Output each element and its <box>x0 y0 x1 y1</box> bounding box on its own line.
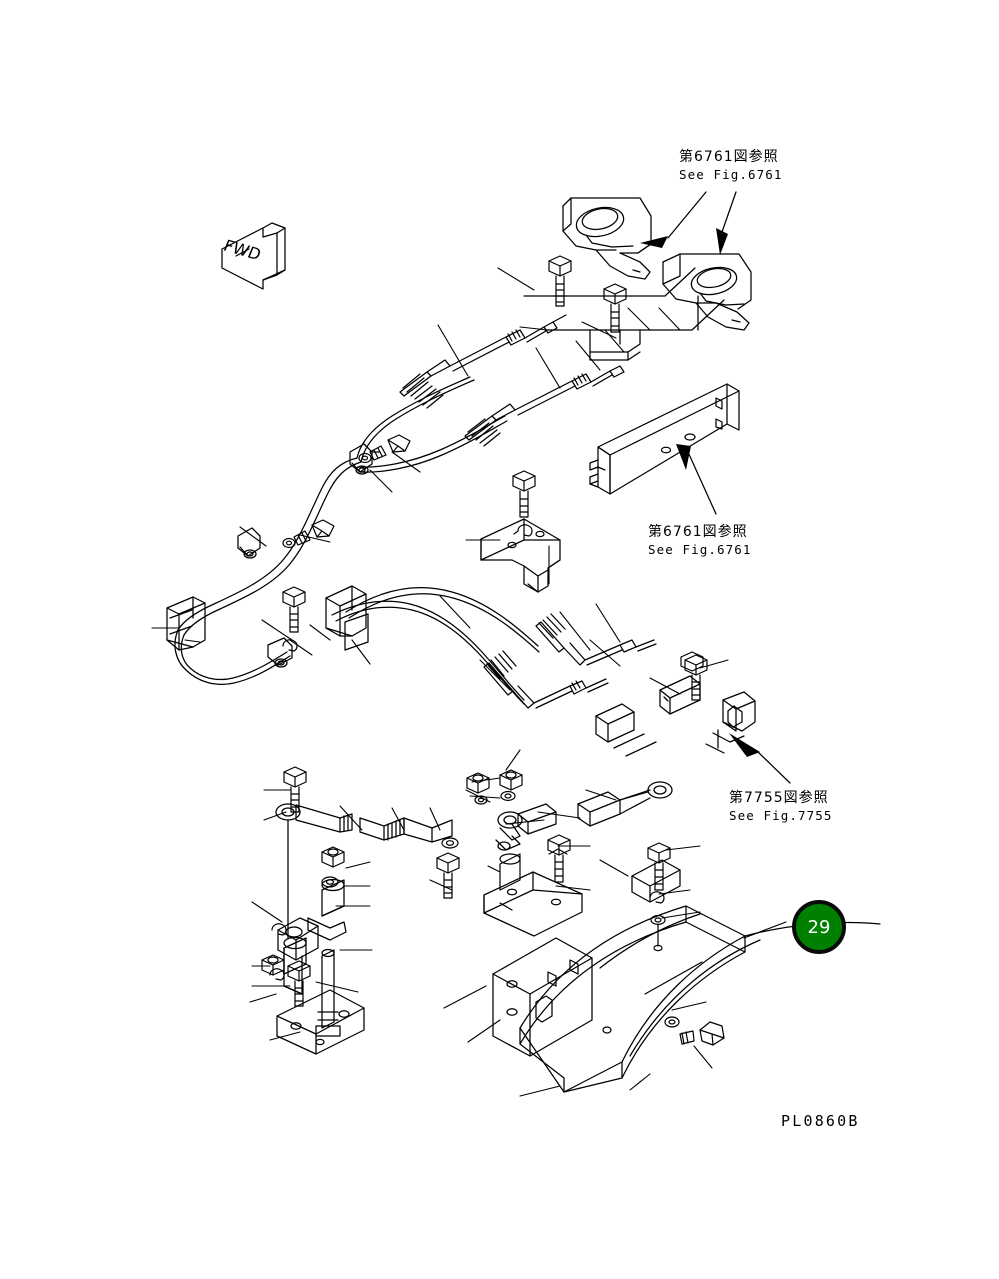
clevis-bottom-center <box>495 803 557 851</box>
snap-ring-5 <box>649 891 665 904</box>
control-cable-lower-2 <box>345 587 657 666</box>
cable-route-left <box>174 457 362 685</box>
lower-bracket-plate <box>483 871 583 937</box>
cable-boot-mid <box>325 585 369 651</box>
fwd-direction-arrow-icon <box>221 222 286 290</box>
reference-jp-text: 第6761図参照 <box>679 149 779 165</box>
bolt-hex-4 <box>293 519 335 546</box>
bolt-hex-3 <box>369 434 411 461</box>
pedal-pivot-post <box>315 948 341 1037</box>
bolt-hex-15 <box>548 848 568 855</box>
hex-nut-2 <box>261 954 285 976</box>
bolt-hex-2 <box>603 283 627 333</box>
page-index-badge-number: 29 <box>807 916 831 938</box>
callout-leaders <box>667 191 791 784</box>
linkage-rod-upper-left <box>275 803 353 939</box>
cable-clamp-block-mid <box>595 703 657 757</box>
reference-callout-6761-top: 第6761図参照 See Fig.6761 <box>679 148 783 184</box>
reference-en-text: See Fig.6761 <box>679 166 783 182</box>
bolt-hex-9 <box>287 960 311 1007</box>
clevis-bottom-right <box>577 781 673 827</box>
clevis-joint <box>705 691 756 754</box>
washer-1 <box>358 452 372 464</box>
bolt-hex-11 <box>647 842 671 891</box>
bolt-hex-8 <box>283 766 307 813</box>
bolt-hex-7 <box>684 654 708 701</box>
control-cable-lower <box>331 600 609 709</box>
washer-2 <box>282 537 296 549</box>
bolt-hex-14 <box>436 852 460 899</box>
floor-cover-panel <box>519 905 881 1093</box>
snap-ring-1 <box>513 524 533 537</box>
snap-ring-4 <box>271 923 287 936</box>
upper-lever-boss-left <box>562 197 652 280</box>
washer-5 <box>664 1016 680 1028</box>
mounting-bracket-plate <box>589 383 740 495</box>
bolt-hex-10 <box>547 834 571 883</box>
bushing-center-bottom <box>499 853 521 891</box>
bolt-hex-1 <box>548 255 572 307</box>
cable-boot-grommet <box>166 596 206 651</box>
page-code: PL0860B <box>781 1112 860 1130</box>
pedal-base-plate <box>276 989 365 1055</box>
mount-bracket-holes <box>492 937 593 1057</box>
washer-3 <box>321 876 339 888</box>
leader-lines <box>151 267 787 1097</box>
bolt-hex-5 <box>512 470 536 518</box>
reference-jp-text: 第7755図参照 <box>729 790 829 806</box>
control-cable-upper-2 <box>357 365 625 473</box>
upper-lever-boss-right <box>662 253 752 331</box>
cable-clamp-upper <box>349 443 381 475</box>
snap-ring-2 <box>282 639 298 652</box>
reference-en-text: See Fig.6761 <box>648 541 752 557</box>
bolt-hex-12 <box>679 1021 725 1046</box>
snap-ring-3 <box>269 968 285 981</box>
reference-jp-text: 第6761図参照 <box>648 524 748 540</box>
cable-clamp-mid-left <box>237 527 261 559</box>
washer-8 <box>441 837 459 849</box>
upper-frame-rails <box>523 267 725 361</box>
hex-nut-1 <box>321 846 345 868</box>
page-index-badge: 29 <box>792 900 846 954</box>
reference-callout-6761-mid: 第6761図参照 See Fig.6761 <box>648 523 752 559</box>
reference-en-text: See Fig.7755 <box>729 807 833 823</box>
washer-6 <box>500 790 516 802</box>
linkage-rod-center <box>359 817 453 843</box>
bolt-hex-6 <box>282 586 306 633</box>
hex-nut-4 <box>466 772 490 794</box>
reference-callout-7755: 第7755図参照 See Fig.7755 <box>729 789 833 825</box>
bent-bracket-mid <box>480 518 561 593</box>
bolt-hex-13 <box>680 651 704 672</box>
hex-nut-3 <box>499 769 523 791</box>
cable-clamp-lower <box>267 637 293 668</box>
washer-4 <box>650 914 666 952</box>
bushing-upper-left <box>321 878 345 917</box>
mount-foot-right <box>631 859 681 903</box>
